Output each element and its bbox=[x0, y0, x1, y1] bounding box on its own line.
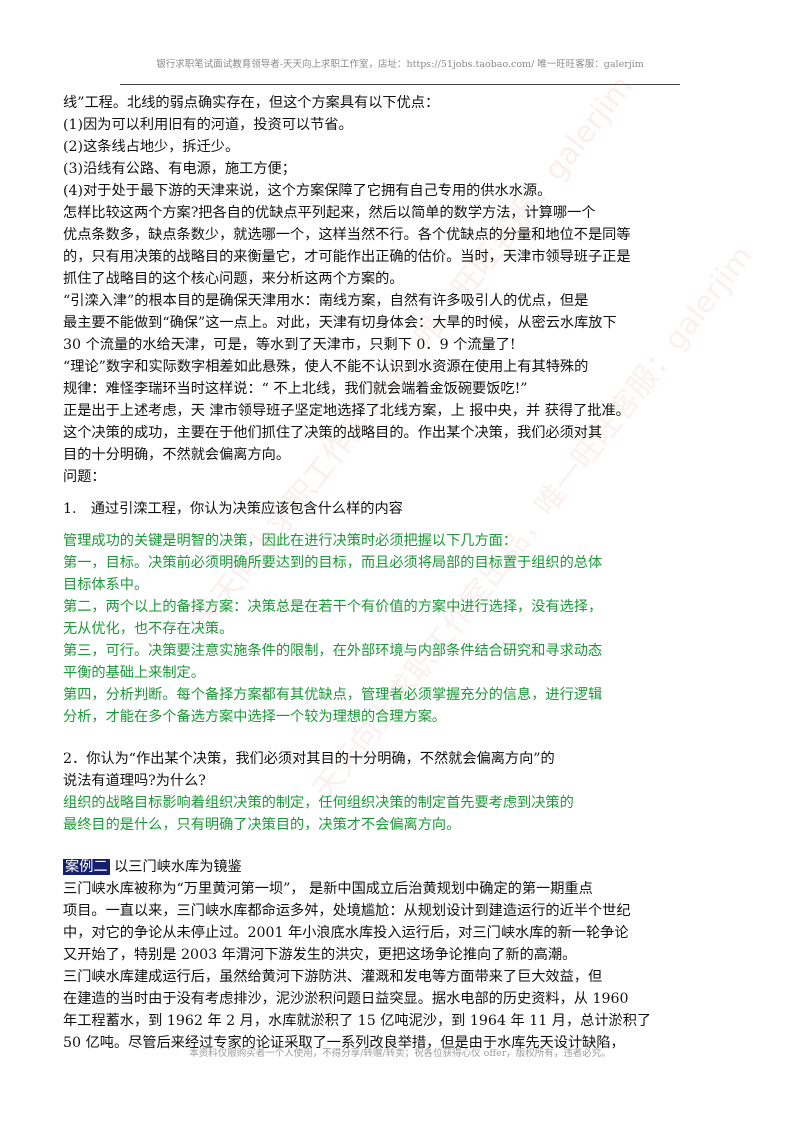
answer-line: 目标体系中。 bbox=[63, 577, 149, 593]
answer-line: 管理成功的关键是明智的决策，因此在进行决策时必须把握以下几方面： bbox=[63, 533, 518, 549]
question-2: 2．你认为“作出某个决策，我们必须对其目的十分明确，不然就会偏离方向”的说法有道… bbox=[63, 748, 703, 792]
answer-line: 最终目的是什么，只有明确了决策目的，决策才不会偏离方向。 bbox=[63, 817, 461, 833]
paragraph-line: 30 个流量的水给天津，可是，等水到了天津市，只剩下 0．9 个流量了! bbox=[63, 337, 516, 353]
answer-line: 组织的战略目标影响着组织决策的制定，任何组织决策的制定首先要考虑到决策的 bbox=[63, 795, 574, 811]
question-line: 2．你认为“作出某个决策，我们必须对其目的十分明确，不然就会偏离方向”的 bbox=[63, 751, 555, 767]
spacer bbox=[63, 728, 703, 748]
header-divider bbox=[120, 84, 680, 85]
paragraph-line: 规律：难怪李瑞环当时这样说：“ 不上北线，我们就会端着金饭碗要饭吃!” bbox=[63, 381, 528, 397]
case-line: 年工程蓄水，到 1962 年 2 月，水库就淤积了 15 亿吨泥沙，到 1964… bbox=[63, 1013, 652, 1029]
paragraph-line: (3)沿线有公路、有电源，施工方便； bbox=[63, 161, 296, 177]
answer-1: 管理成功的关键是明智的决策，因此在进行决策时必须把握以下几方面： 第一，目标。决策… bbox=[63, 530, 703, 728]
case-line: 中，对它的争论从未停止过。2001 年小浪底水库投入运行后，对三门峡水库的新一轮… bbox=[63, 925, 629, 941]
paragraph-line: 正是出于上述考虑，天 津市领导班子坚定地选择了北线方案，上 报中央，并 获得了批… bbox=[63, 403, 630, 419]
case-line: 三门峡水库建成运行后，虽然给黄河下游防洪、灌溉和发电等方面带来了巨大效益，但 bbox=[63, 969, 603, 985]
case-line: 项目。一直以来，三门峡水库都命运多舛，处境尴尬：从规划设计到建造运行的近半个世纪 bbox=[63, 903, 631, 919]
question-1: 1. 通过引滦工程，你认为决策应该包含什么样的内容 bbox=[63, 501, 403, 517]
answer-line: 平衡的基础上来制定。 bbox=[63, 665, 205, 681]
question-line: 说法有道理吗?为什么? bbox=[63, 773, 206, 789]
answer-line: 第一，目标。决策前必须明确所要达到的目标，而且必须将局部的目标置于组织的总体 bbox=[63, 555, 603, 571]
paragraph-line: 问题： bbox=[63, 469, 106, 485]
paragraph-line: 怎样比较这两个方案?把各自的优缺点平列起来，然后以简单的数学方法，计算哪一个 bbox=[63, 205, 596, 221]
answer-line: 分析，才能在多个备选方案中选择一个较为理想的合理方案。 bbox=[63, 709, 447, 725]
case-title: 以三门峡水库为镜鉴 bbox=[109, 859, 242, 875]
page-header: 银行求职笔试面试教育领导者-天天向上求职工作室，店址：https://51job… bbox=[156, 59, 644, 70]
case-heading: 案例二 以三门峡水库为镜鉴 bbox=[63, 856, 703, 878]
paragraph-line: 抓住了战略目的这个核心问题，来分析这两个方案的。 bbox=[63, 271, 404, 287]
answer-line: 无从优化，也不存在决策。 bbox=[63, 621, 234, 637]
paragraph-line: 优点条数多，缺点条数少，就选哪一个，这样当然不行。各个优缺点的分量和地位不是同等 bbox=[63, 227, 631, 243]
case-line: 三门峡水库被称为“万里黄河第一坝”， 是新中国成立后治黄规划中确定的第一期重点 bbox=[63, 881, 593, 897]
paragraph-line: “理论”数字和实际数字相差如此悬殊，使人不能不认识到水资源在使用上有其特殊的 bbox=[63, 359, 589, 375]
paragraph-line: 最主要不能做到“确保”这一点上。对此，天津有切身体会：大旱的时候，从密云水库放下 bbox=[63, 315, 617, 331]
paragraph-line: (1)因为可以利用旧有的河道，投资可以节省。 bbox=[63, 117, 353, 133]
paragraph-line: 的，只有用决策的战略目的来衡量它，才可能作出正确的估价。当时，天津市领导班子正是 bbox=[63, 249, 631, 265]
spacer bbox=[63, 836, 703, 856]
case-line: 又开始了，特别是 2003 年渭河下游发生的洪灾，更把这场争论推向了新的高潮。 bbox=[63, 947, 577, 963]
case-line: 在建造的当时由于没有考虑排沙，泥沙淤积问题日益突显。据水电部的历史资料，从 19… bbox=[63, 991, 629, 1007]
intro-section: 线”工程。北线的弱点确实存在，但这个方案具有以下优点： (1)因为可以利用旧有的河… bbox=[63, 92, 703, 488]
answer-line: 第二，两个以上的备择方案：决策总是在若干个有价值的方案中进行选择，没有选择， bbox=[63, 599, 603, 615]
answer-line: 第四，分析判断。每个备择方案都有其优缺点，管理者必须掌握充分的信息，进行逻辑 bbox=[63, 687, 603, 703]
paragraph-line: 目的十分明确，不然就会偏离方向。 bbox=[63, 447, 291, 463]
paragraph-line: “引滦入津”的根本目的是确保天津用水：南线方案，自然有许多吸引人的优点，但是 bbox=[63, 293, 589, 309]
paragraph-line: 线”工程。北线的弱点确实存在，但这个方案具有以下优点： bbox=[63, 95, 440, 111]
paragraph-line: (4)对于处于最下游的天津来说，这个方案保障了它拥有自己专用的供水水源。 bbox=[63, 183, 552, 199]
spacer bbox=[63, 488, 703, 498]
answer-2: 组织的战略目标影响着组织决策的制定，任何组织决策的制定首先要考虑到决策的最终目的… bbox=[63, 792, 703, 836]
paragraph-line: (2)这条线占地少，拆迁少。 bbox=[63, 139, 240, 155]
answer-line: 第三，可行。决策要注意实施条件的限制，在外部环境与内部条件结合研究和寻求动态 bbox=[63, 643, 603, 659]
case-body: 三门峡水库被称为“万里黄河第一坝”， 是新中国成立后治黄规划中确定的第一期重点项… bbox=[63, 878, 703, 1054]
case-line: 50 亿吨。尽管后来经过专家的论证采取了一系列改良举措，但是由于水库先天设计缺陷… bbox=[63, 1035, 625, 1051]
spacer bbox=[63, 520, 703, 530]
page-footer: 本资料仅限购买者一个人使用，不得分享/转赠/转卖；祝各位获得心仪 offer，版… bbox=[189, 1048, 611, 1059]
case-label: 案例二 bbox=[63, 859, 110, 875]
paragraph-line: 这个决策的成功，主要在于他们抓住了决策的战略目的。作出某个决策，我们必须对其 bbox=[63, 425, 603, 441]
document-body: 线”工程。北线的弱点确实存在，但这个方案具有以下优点： (1)因为可以利用旧有的河… bbox=[63, 92, 703, 1054]
